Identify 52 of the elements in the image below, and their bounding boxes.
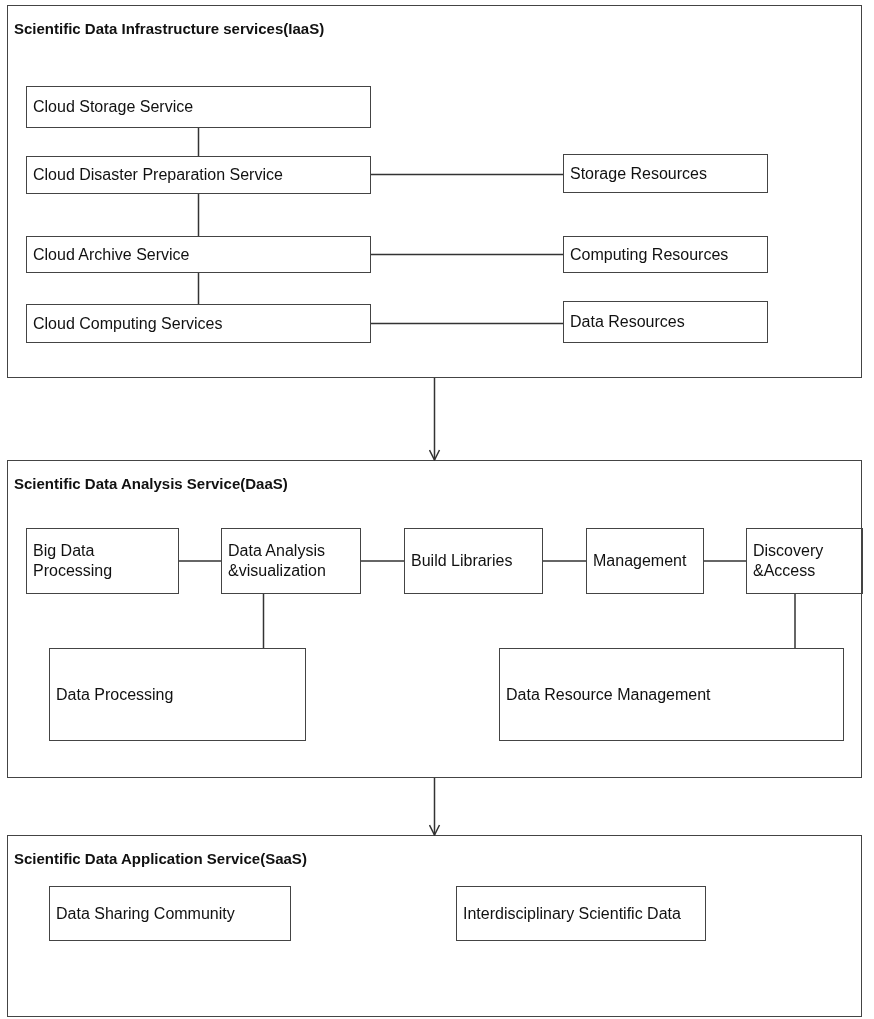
service-label: Discovery &Access [753, 541, 825, 581]
service-box [499, 648, 844, 741]
layer-title: Scientific Data Application Service(SaaS) [14, 850, 307, 867]
service-label: Data Sharing Community [56, 903, 236, 924]
service-box [563, 154, 768, 193]
connector-line [197, 193, 200, 237]
service-label: Data Resources [570, 312, 686, 332]
service-box [404, 528, 543, 594]
connector-line [542, 560, 587, 562]
service-box [586, 528, 704, 594]
service-label: Cloud Storage Service [33, 97, 195, 117]
service-label: Interdisciplinary Scientific Data [463, 903, 682, 924]
connector-line [370, 322, 564, 325]
connector-line [197, 272, 200, 305]
service-label: Cloud Computing Services [33, 313, 224, 334]
arrow [428, 777, 441, 836]
connector-line [178, 560, 222, 562]
connector-line [794, 593, 796, 649]
service-box [26, 156, 371, 194]
service-label: Management [593, 551, 688, 571]
service-box [746, 528, 863, 594]
connector-line [197, 127, 200, 157]
service-label: Big Data Processing [33, 541, 114, 581]
arrow [428, 377, 441, 461]
layer-panel [7, 5, 862, 378]
service-box [49, 648, 306, 741]
layer-panel [7, 460, 862, 778]
service-box [456, 886, 706, 941]
service-box [26, 304, 371, 343]
service-box [26, 236, 371, 273]
service-label: Cloud Disaster Preparation Service [33, 165, 284, 185]
service-label: Build Libraries [411, 551, 514, 571]
service-label: Cloud Archive Service [33, 244, 191, 265]
layer-panel [7, 835, 862, 1017]
layer-title: Scientific Data Analysis Service(DaaS) [14, 475, 288, 492]
service-label: Data Resource Management [506, 684, 712, 705]
service-box [26, 86, 371, 128]
service-box [26, 528, 179, 594]
connector-line [360, 560, 405, 562]
connector-line [370, 253, 564, 256]
service-box [49, 886, 291, 941]
connector-line [703, 560, 747, 562]
service-label: Storage Resources [570, 163, 708, 184]
layer-title: Scientific Data Infrastructure services(IaaS) [14, 20, 325, 37]
service-label: Data Analysis &visualization [228, 541, 327, 581]
service-label: Data Processing [56, 684, 175, 705]
service-box [563, 301, 768, 343]
service-label: Computing Resources [570, 244, 730, 265]
service-box [221, 528, 361, 594]
service-box [563, 236, 768, 273]
connector-line [370, 173, 564, 176]
connector-line [262, 593, 265, 649]
